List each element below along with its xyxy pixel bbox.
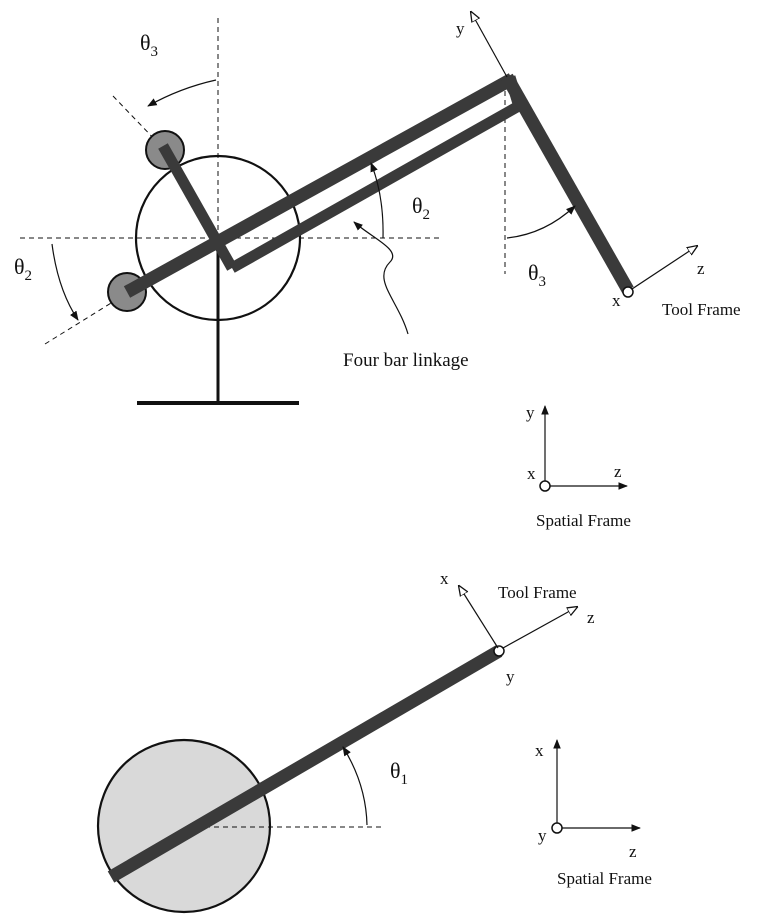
parallel-lower-link (229, 102, 520, 273)
forearm-link (501, 73, 634, 294)
spatial-frame-top: x y z Spatial Frame (535, 739, 652, 888)
tool-frame-x-label: x (612, 291, 621, 310)
theta2-left-arc (51, 243, 79, 321)
theta1-label: θ1 (390, 758, 408, 788)
theta1-arc (342, 746, 368, 826)
top-tool-frame-label: Tool Frame (498, 583, 577, 602)
top-spatial-z-label: z (629, 842, 637, 861)
top-tool-x-label: x (440, 569, 449, 588)
top-tool-z-label: z (587, 608, 595, 627)
spatial-frame-label: Spatial Frame (536, 511, 631, 530)
spatial-x-label: x (527, 464, 536, 483)
main-upper-arm (123, 73, 516, 298)
spatial-y-label: y (526, 403, 535, 422)
four-bar-linkage-label: Four bar linkage (343, 350, 469, 371)
side-view: θ3 θ2 θ2 θ3 Four bar linkage y z x Tool … (14, 12, 741, 530)
theta3-top-label: θ3 (140, 30, 158, 60)
spatial-frame-side: y x z Spatial Frame (526, 403, 631, 530)
theta3-right-arc (506, 205, 576, 239)
top-view-arm (107, 645, 503, 883)
top-tool-y-label: y (506, 667, 515, 686)
base-disc (96, 738, 272, 914)
top-spatial-frame-label: Spatial Frame (557, 869, 652, 888)
top-spatial-y-label: y (538, 826, 547, 845)
top-tool-point (493, 645, 505, 657)
tool-frame-z-axis (631, 246, 697, 290)
tool-frame-label: Tool Frame (662, 300, 741, 319)
spatial-z-label: z (614, 462, 622, 481)
top-spatial-x-label: x (535, 741, 544, 760)
linkage-pointer (353, 221, 409, 335)
theta2-mid-arc (370, 162, 384, 239)
theta2-mid-label: θ2 (412, 193, 430, 223)
top-spatial-origin (551, 822, 563, 834)
theta3-top-arc (147, 79, 217, 107)
tool-frame-y-label: y (456, 19, 465, 38)
top-view: θ1 x z y Tool Frame x y z Spatial Frame (96, 569, 652, 914)
top-tool-x-axis (459, 586, 499, 649)
theta2-reference-line (44, 294, 125, 345)
theta3-right-label: θ3 (528, 260, 546, 290)
tool-point (622, 286, 634, 298)
top-tool-z-axis (502, 607, 577, 649)
spatial-origin (539, 480, 551, 492)
tool-frame-y-axis (471, 12, 508, 78)
tool-frame-z-label: z (697, 259, 705, 278)
theta2-left-label: θ2 (14, 254, 32, 284)
